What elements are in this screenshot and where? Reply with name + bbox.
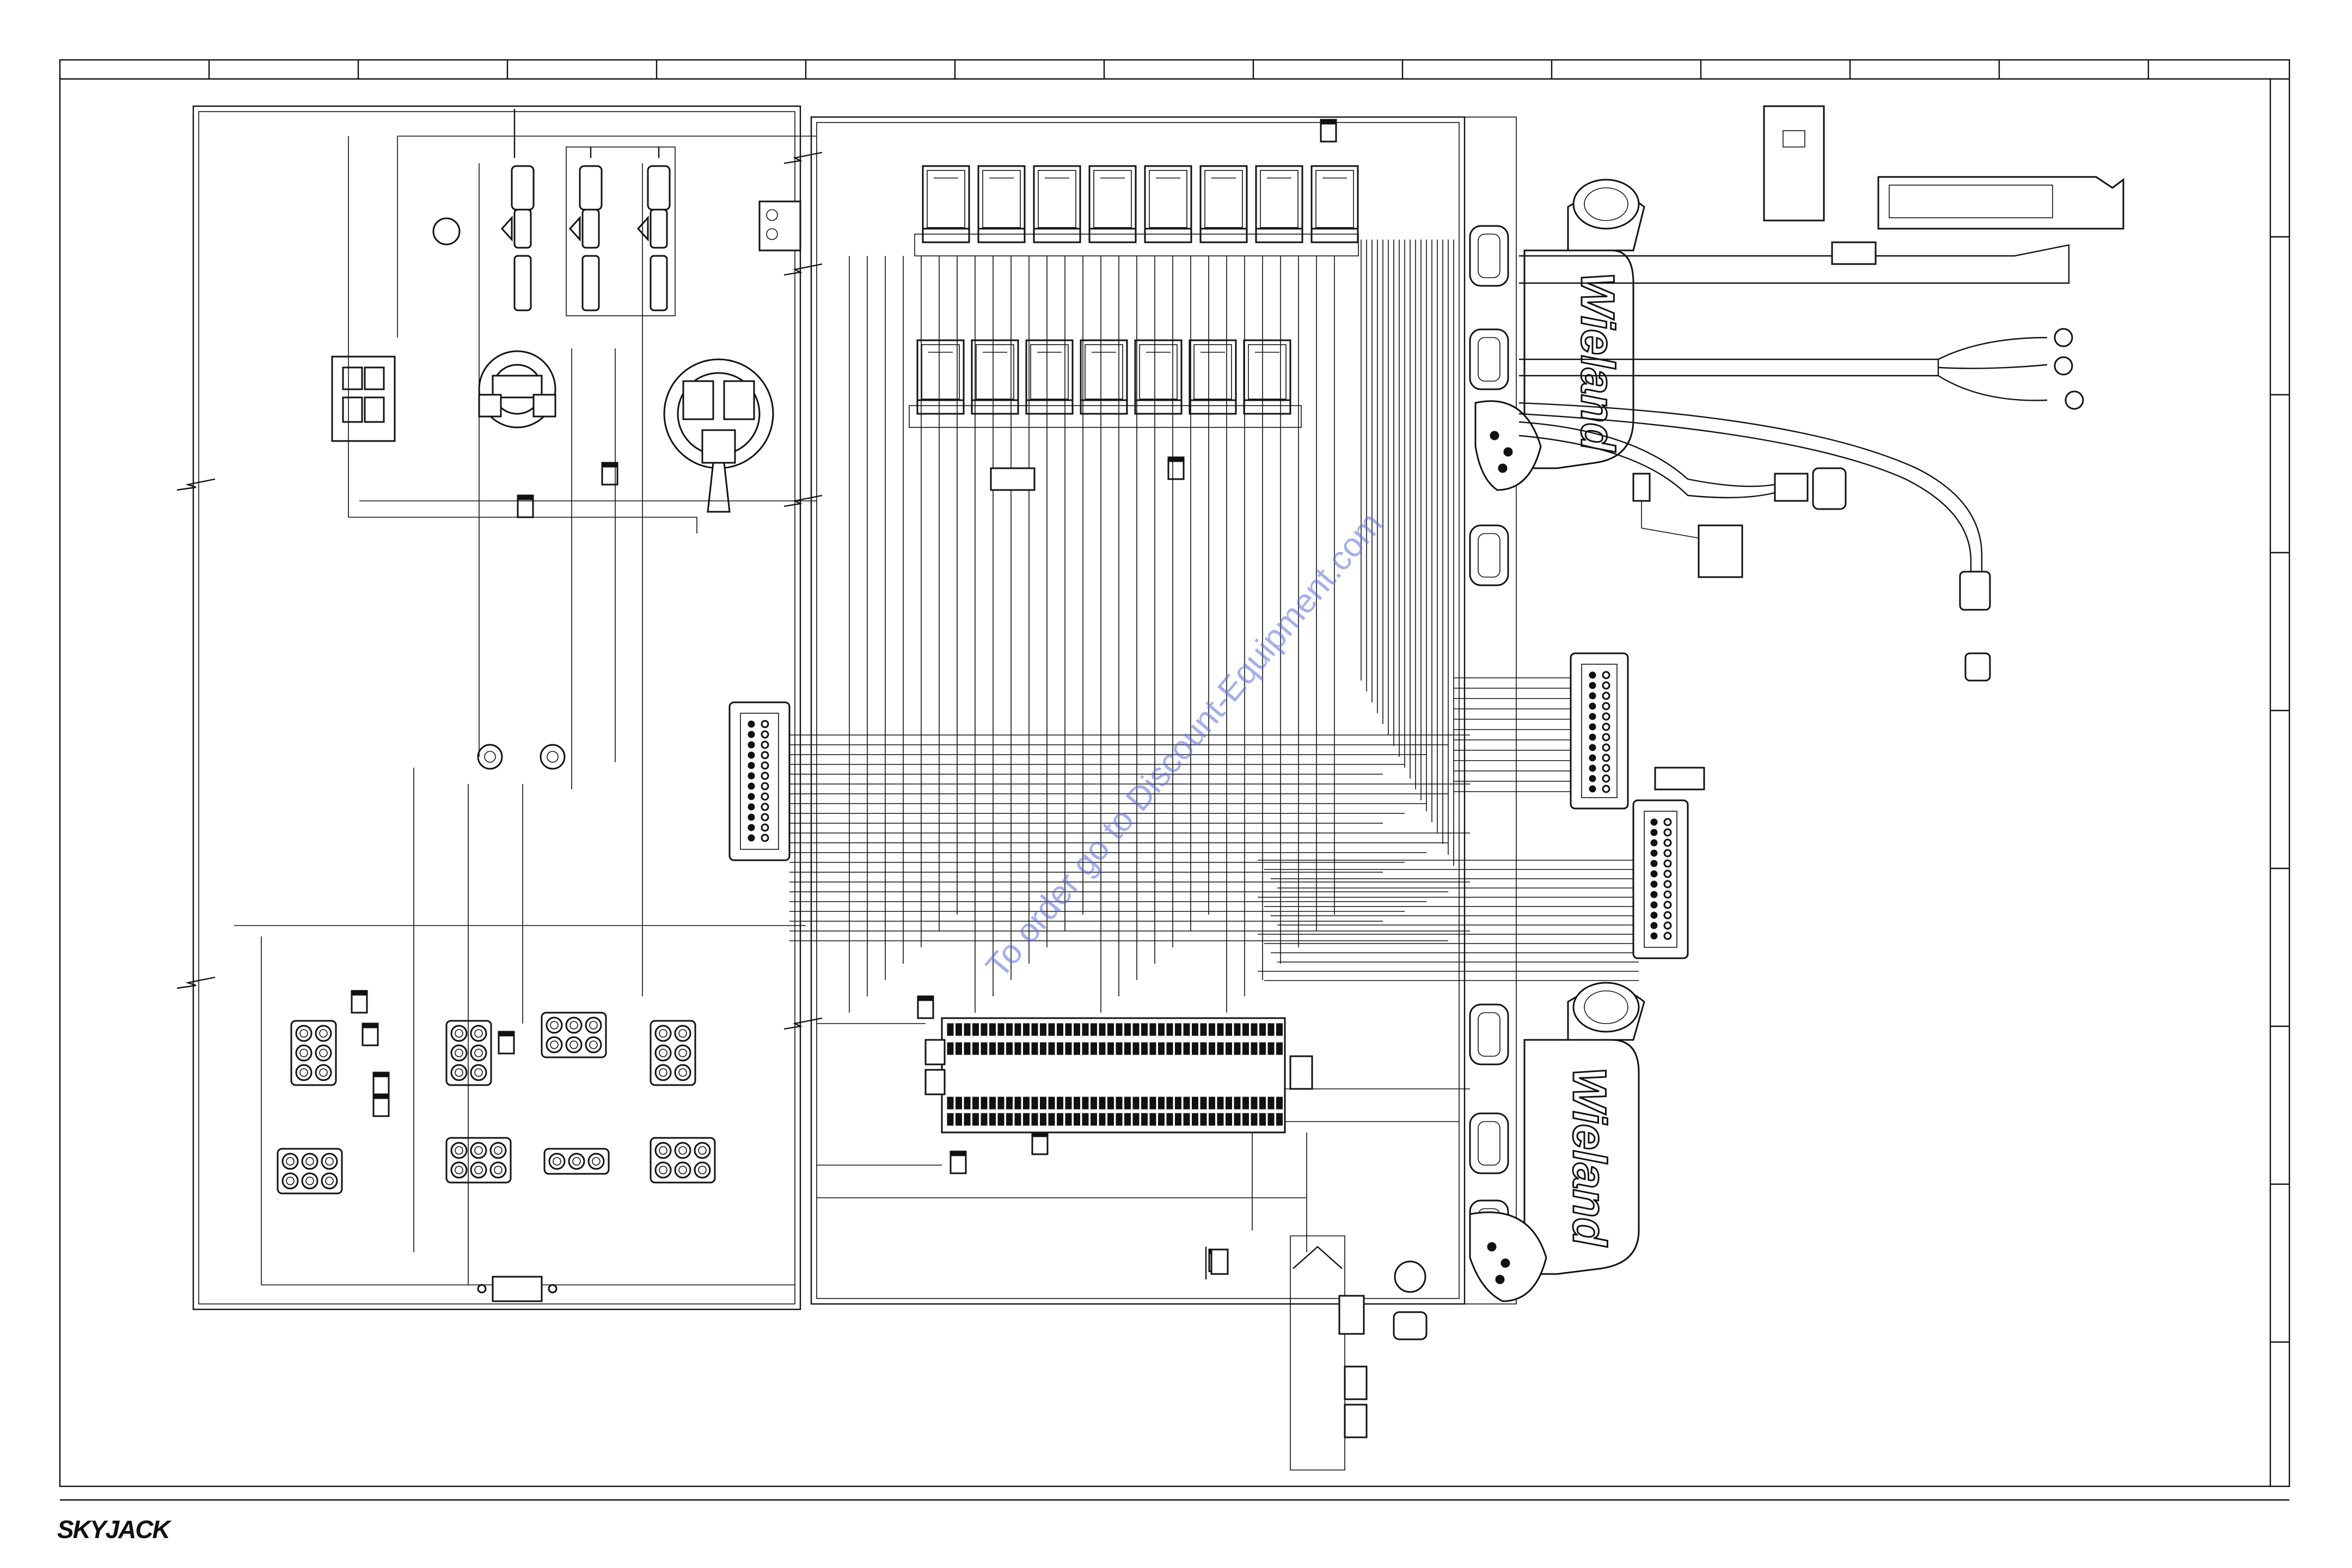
relay-icon <box>923 166 969 242</box>
ring-terminal-icon <box>2066 391 2083 409</box>
connector-24-pin-center <box>730 702 789 860</box>
inline-connector <box>1775 474 1808 501</box>
wire-bundle <box>234 136 1639 1285</box>
resistor-icon <box>478 1277 556 1301</box>
diode-icon <box>352 991 367 1013</box>
relay-icon <box>1200 166 1247 242</box>
terminal-block-strip-icon <box>926 1018 1312 1132</box>
relay-icon <box>1081 340 1127 414</box>
diode-icon <box>499 1032 514 1054</box>
diode-icon <box>918 996 933 1018</box>
multi-pin-connector-icon <box>291 1021 336 1085</box>
relay-icon <box>1312 166 1358 242</box>
deutsch-connector-icon <box>1699 525 1742 577</box>
connector-24-pin-right-lower <box>1633 800 1688 958</box>
left-enclosure <box>177 106 800 1309</box>
ring-terminal-icon <box>2055 357 2072 375</box>
diode-icon <box>363 1024 378 1045</box>
multi-pin-connector-icon <box>544 1149 609 1174</box>
diode-icon <box>1032 1132 1048 1154</box>
connector-24-pin-right-upper <box>1571 653 1628 808</box>
power-relay-block <box>332 357 395 441</box>
diode-icon <box>373 1073 389 1094</box>
relay-icon <box>1145 166 1191 242</box>
relay-icon <box>1256 166 1302 242</box>
relay-module-right <box>1764 106 2123 264</box>
bottom-lead <box>1206 1236 1426 1470</box>
main-contactor <box>664 359 773 512</box>
diode-icon <box>1168 457 1184 479</box>
multi-pin-connector-icon <box>446 1138 511 1183</box>
2-pin-connector-icon <box>1965 653 1990 681</box>
inline-fuse-icon <box>570 166 602 310</box>
relay-icon <box>978 166 1025 242</box>
relay-icon <box>1244 340 1290 414</box>
wieland-logo-top: Wieland <box>1571 272 1624 452</box>
multi-pin-connector-icon <box>651 1021 695 1085</box>
multi-pin-connector-icon <box>651 1138 715 1183</box>
relay-row-top <box>915 166 1358 256</box>
diode-icon <box>1321 120 1336 142</box>
diode-icon <box>951 1152 966 1173</box>
inline-fuse-icon <box>502 166 534 310</box>
connector-group <box>278 1013 715 1193</box>
key-switch <box>479 351 555 427</box>
multi-pin-connector-icon <box>542 1013 606 1057</box>
relay-icon <box>1034 166 1080 242</box>
multi-pin-connector-icon <box>446 1021 491 1085</box>
relay-icon <box>1089 166 1136 242</box>
cable-gland-icon <box>1470 525 1508 585</box>
resistor-module <box>991 468 1034 490</box>
diode-icon <box>518 495 533 517</box>
cable-gland-icon <box>1470 226 1508 286</box>
cable-gland-icon <box>1470 329 1508 389</box>
wieland-logo-bottom: Wieland <box>1563 1067 1615 1247</box>
multi-pin-connector-icon <box>278 1149 342 1193</box>
skyjack-logo: SKYJACK <box>57 1515 172 1543</box>
gland-plate <box>1465 117 1516 1304</box>
fuse-holder-group <box>502 109 675 316</box>
round-sensor-pair <box>478 745 565 769</box>
relay-icon <box>1026 340 1073 414</box>
blank-plug <box>1655 768 1704 789</box>
cable-gland-icon <box>1470 1004 1508 1064</box>
relay-row-bottom <box>909 340 1301 427</box>
diode-icon <box>373 1094 389 1116</box>
relay-icon <box>1190 340 1236 414</box>
ring-terminal-icon <box>2055 329 2072 346</box>
relay-icon <box>1135 340 1181 414</box>
cable-gland-icon <box>1470 1113 1508 1173</box>
